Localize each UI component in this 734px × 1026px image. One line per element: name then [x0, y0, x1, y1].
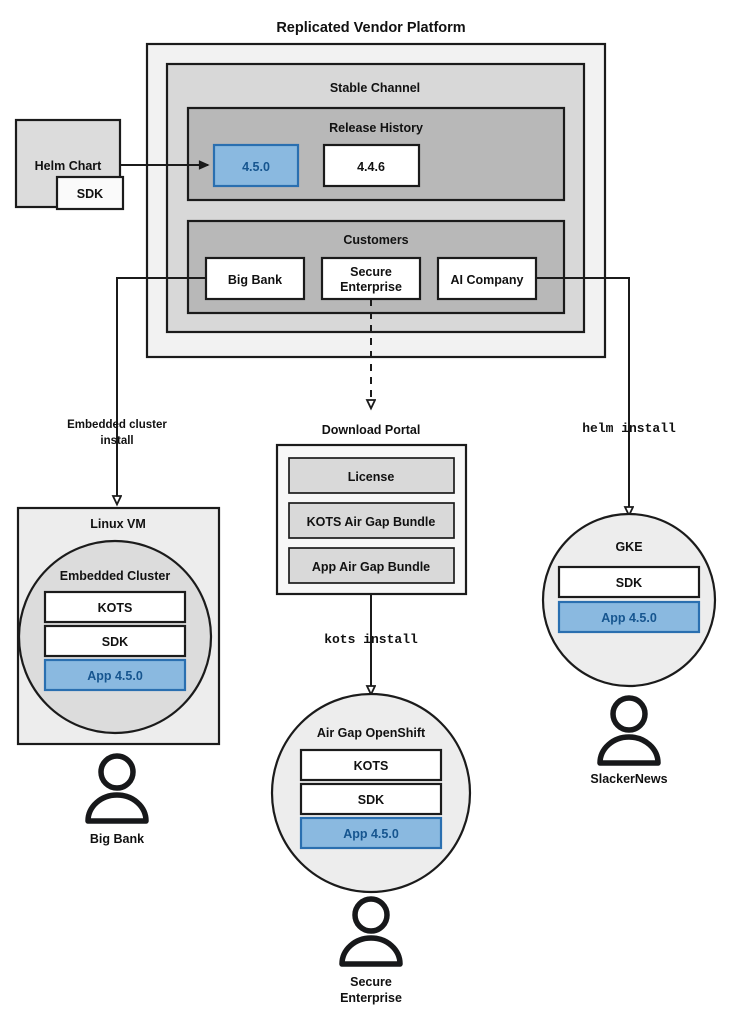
portal-item-label: KOTS Air Gap Bundle	[307, 515, 436, 529]
portal-item-label: License	[348, 470, 395, 484]
connector-bigbank-to-linuxvm	[117, 277, 206, 504]
stable-channel-label: Stable Channel	[330, 81, 420, 95]
target-customer-label-line2: Enterprise	[340, 991, 402, 1005]
target-gke	[541, 512, 717, 688]
component-box-sdk[interactable]	[299, 782, 443, 816]
target-label: Air Gap OpenShift	[317, 726, 426, 740]
component-label: App 4.5.0	[343, 827, 399, 841]
release-version-label: 4.4.6	[357, 160, 385, 174]
person-icon	[597, 695, 661, 766]
component-box-app[interactable]	[299, 816, 443, 850]
component-label: SDK	[358, 793, 384, 807]
release-version-label: 4.5.0	[242, 160, 270, 174]
release-box-4-5-0[interactable]	[212, 143, 300, 188]
target-customer-label-line1: Secure	[350, 975, 392, 989]
customer-box-ai-company[interactable]	[436, 256, 538, 301]
release-box-4-4-6[interactable]	[322, 143, 421, 188]
connector-ai-to-gke	[536, 277, 629, 515]
customer-label-line1: Secure	[350, 265, 392, 279]
component-label: App 4.5.0	[601, 611, 657, 625]
embedded-cluster-label: Embedded Cluster	[60, 569, 171, 583]
customer-box-secure-enterprise[interactable]	[320, 256, 422, 301]
portal-item-license[interactable]	[288, 457, 455, 494]
component-label: KOTS	[98, 601, 133, 615]
customer-box-big-bank[interactable]	[204, 256, 306, 301]
release-history-label: Release History	[329, 121, 423, 135]
helm-chart-sdk-box[interactable]	[55, 175, 125, 211]
portal-item-kots-air-gap-bundle[interactable]	[288, 502, 455, 539]
component-label: SDK	[616, 576, 642, 590]
customer-label-line2: Enterprise	[340, 280, 402, 294]
helm-chart-label: Helm Chart	[35, 159, 103, 173]
component-box-kots[interactable]	[43, 590, 187, 624]
customer-label: AI Company	[451, 273, 524, 287]
component-label: SDK	[102, 635, 128, 649]
component-box-sdk[interactable]	[43, 624, 187, 658]
flow-label-embedded-cluster-line2: install	[100, 435, 133, 447]
component-box-sdk[interactable]	[557, 565, 701, 599]
flow-label-embedded-cluster-line1: Embedded cluster	[67, 419, 167, 431]
component-label: KOTS	[354, 759, 389, 773]
target-customer-label: Big Bank	[90, 832, 144, 846]
person-icon	[85, 753, 149, 824]
portal-item-app-air-gap-bundle[interactable]	[288, 547, 455, 584]
target-customer-label: SlackerNews	[590, 772, 667, 786]
component-box-kots[interactable]	[299, 748, 443, 782]
portal-item-label: App Air Gap Bundle	[312, 560, 430, 574]
sdk-label: SDK	[77, 187, 103, 201]
component-box-app[interactable]	[557, 600, 701, 634]
page-title: Replicated Vendor Platform	[276, 20, 465, 36]
flow-label-helm-install: helm install	[582, 421, 676, 436]
customers-label: Customers	[343, 233, 408, 247]
download-portal-label: Download Portal	[322, 423, 421, 437]
customer-label: Big Bank	[228, 273, 282, 287]
target-label: GKE	[615, 540, 642, 554]
flow-label-kots-install: kots install	[324, 632, 418, 647]
component-label: App 4.5.0	[87, 669, 143, 683]
component-box-app[interactable]	[43, 658, 187, 692]
person-icon	[339, 896, 403, 967]
target-label: Linux VM	[90, 517, 146, 531]
